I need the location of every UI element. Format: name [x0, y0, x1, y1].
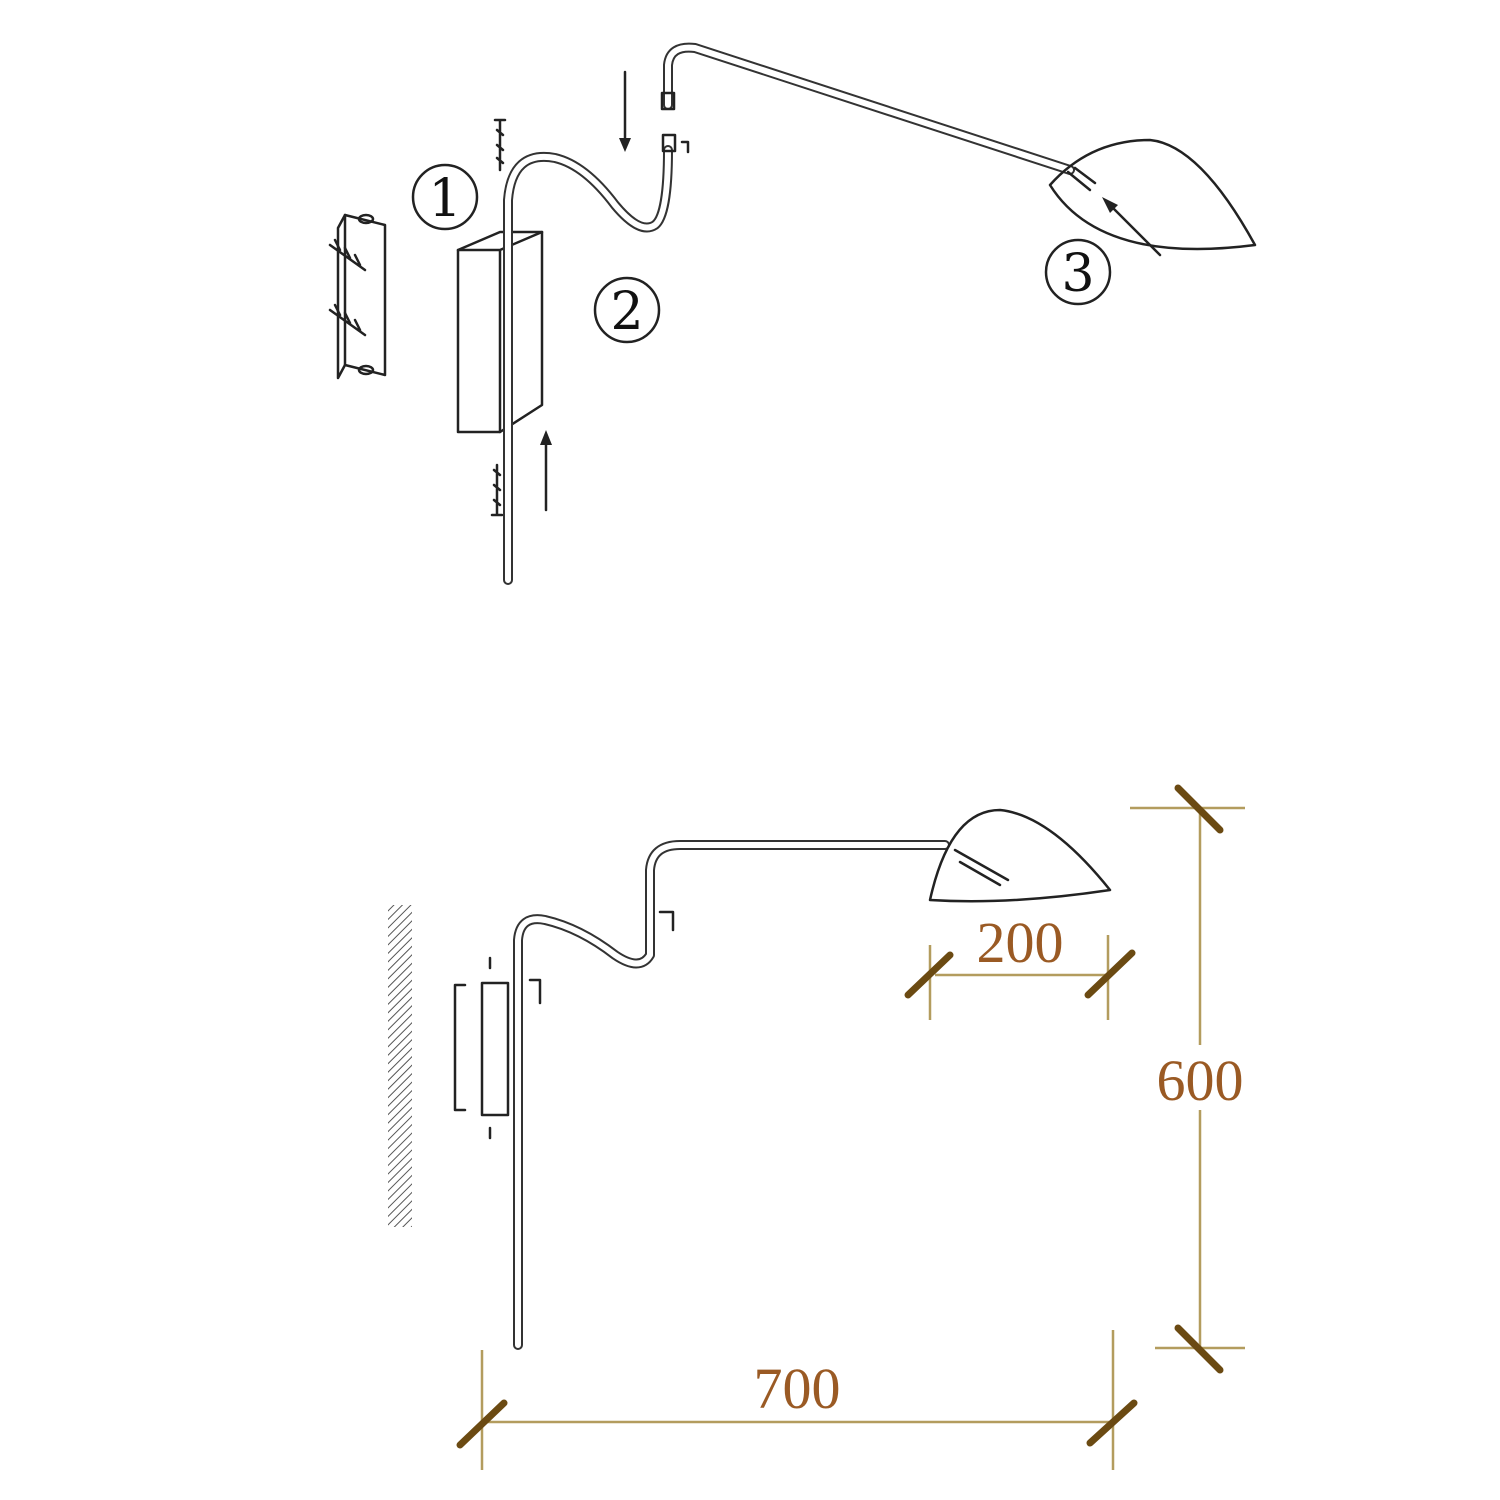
arrow-icon	[540, 70, 1162, 512]
dimension-200: 200	[904, 910, 1136, 1020]
dimension-600: 600	[1130, 784, 1245, 1374]
svg-text:200: 200	[977, 910, 1064, 975]
swan-arm-segment	[503, 133, 690, 585]
dimension-700: 700	[456, 1330, 1138, 1470]
long-arm	[660, 42, 1075, 175]
step-1-label: 1	[411, 163, 479, 231]
lamp-shade	[1048, 138, 1257, 251]
wall-box	[456, 230, 544, 434]
svg-text:2: 2	[610, 282, 643, 342]
wall-hatching	[388, 905, 412, 1227]
svg-text:700: 700	[754, 1356, 841, 1421]
step-3-label: 3	[1044, 238, 1112, 306]
svg-text:3: 3	[1061, 244, 1094, 304]
svg-text:600: 600	[1157, 1048, 1244, 1113]
screw-icon	[328, 118, 507, 517]
side-view-lamp	[453, 808, 1112, 1350]
step-2-label: 2	[593, 276, 661, 344]
svg-text:1: 1	[428, 169, 461, 229]
mounting-bracket	[336, 213, 387, 380]
